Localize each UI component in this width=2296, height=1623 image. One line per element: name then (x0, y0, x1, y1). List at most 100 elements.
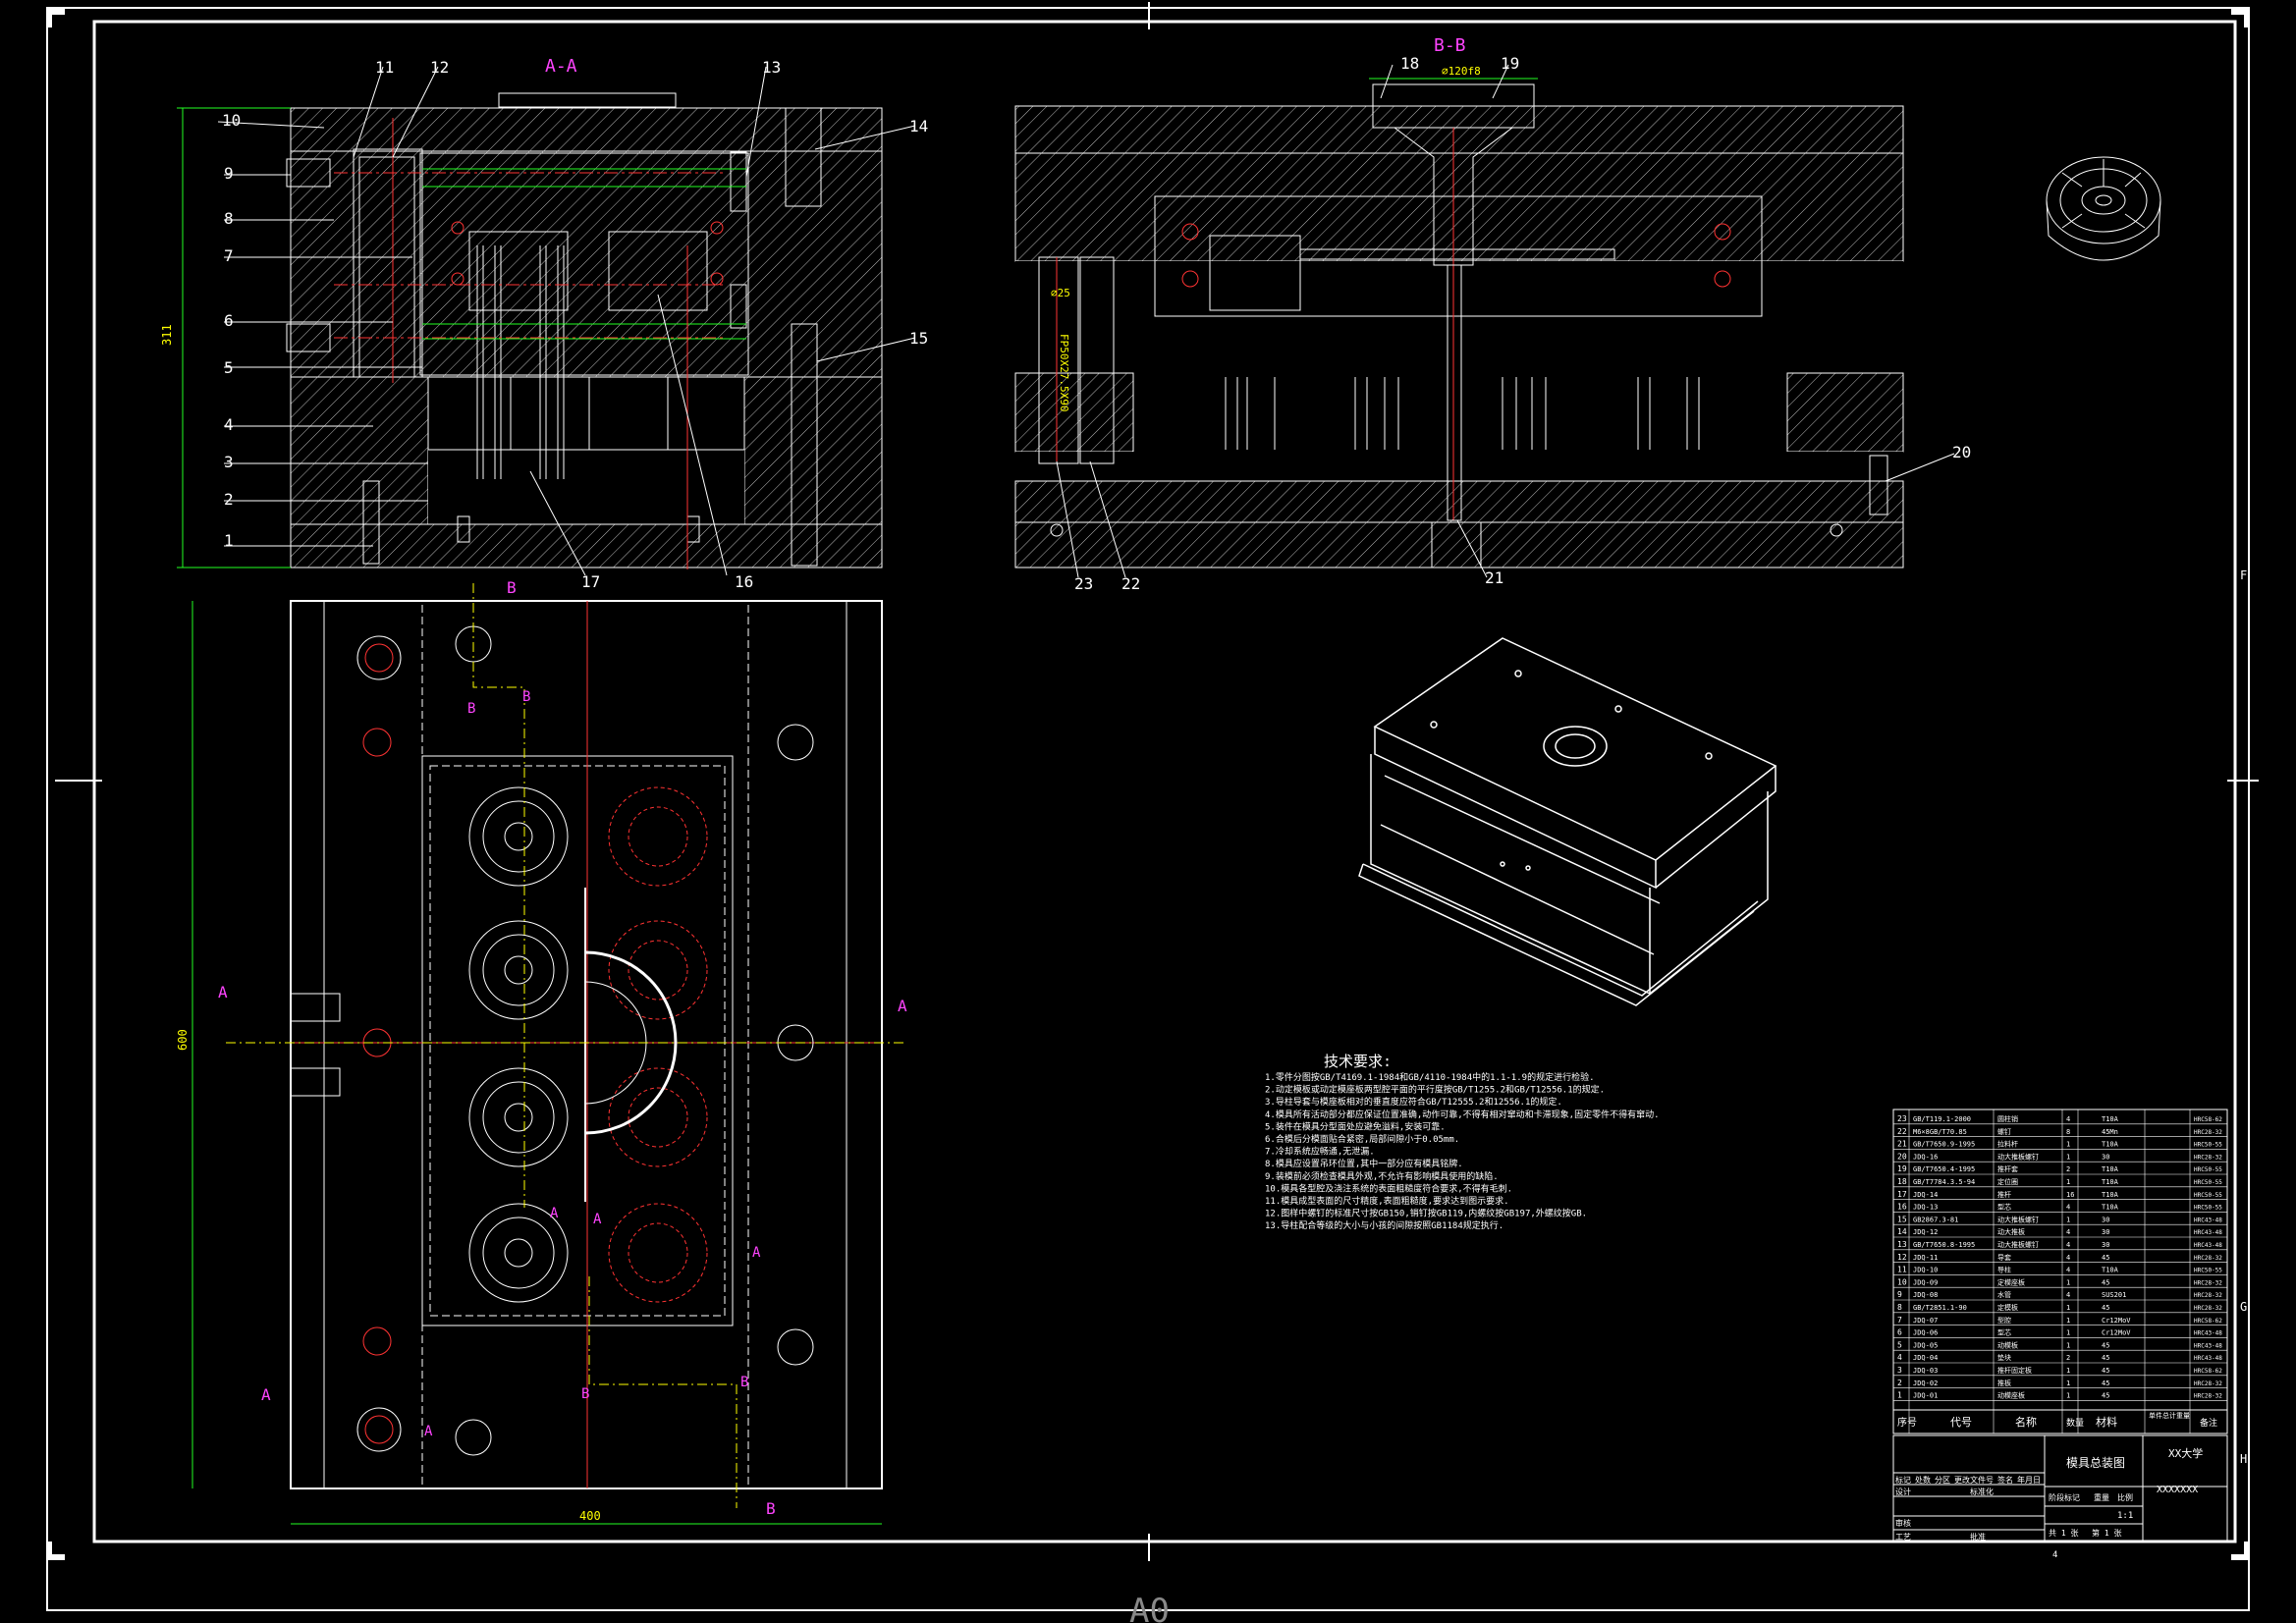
tb-standard: 标准化 (1970, 1487, 1994, 1496)
bom-cell: HRC50-55 (2194, 1166, 2222, 1173)
tb-review: 审核 (1895, 1518, 1911, 1528)
bom-cell: JDQ-13 (1913, 1204, 1938, 1212)
section-aa-view: A-A (160, 56, 883, 569)
bom-h-weight: 单件总计重量 (2149, 1411, 2190, 1420)
bom-cell: 1 (1897, 1391, 1902, 1400)
bom-cell: 垫块 (1997, 1353, 2011, 1362)
bom-cell: 17 (1897, 1190, 1907, 1199)
balloon-13: 13 (762, 58, 781, 77)
bom-cell: HRC58-62 (2194, 1116, 2222, 1123)
bom-cell: 8 (2066, 1128, 2070, 1136)
tb-mark: 标记 (1895, 1475, 1911, 1485)
bom-cell: HRC28-32 (2194, 1279, 2222, 1286)
balloon-labels: 1 2 3 4 5 6 7 8 9 10 11 12 13 14 15 16 1… (222, 54, 1971, 593)
dim-height-aa: 311 (160, 324, 174, 346)
tb-ratio: 比例 (2117, 1492, 2133, 1502)
bom-cell: JDQ-03 (1913, 1367, 1938, 1375)
bom-cell: GB2867.3-81 (1913, 1216, 1958, 1223)
cut-label-a6: A (752, 1245, 761, 1261)
bom-cell: 型腔 (1997, 1316, 2011, 1325)
bom-cell: T10A (2102, 1115, 2119, 1123)
bom-cell: HRC43-48 (2194, 1342, 2222, 1349)
bom-cell: 导套 (1997, 1253, 2011, 1262)
section-bb-view: B-B ⌀120f8 ⌀25 FP50X27.5X90 (1014, 35, 1904, 568)
bom-cell: 动大推板 (1997, 1227, 2025, 1236)
tech-req-item: 10.模具各型腔及浇注系统的表面粗糙度符合要求,不得有毛刺. (1265, 1182, 1512, 1194)
bom-cell: 16 (1897, 1203, 1907, 1212)
zone-mark-bottom: 4 (2052, 1550, 2057, 1560)
bom-cell: 2 (1897, 1379, 1902, 1387)
tb-zone: 分区 (1935, 1476, 1950, 1485)
bom-cell: 1 (2066, 1380, 2070, 1387)
bom-cell: 7 (1897, 1316, 1902, 1325)
bom-cell: HRC28-32 (2194, 1380, 2222, 1387)
bom-h-remark: 备注 (2200, 1417, 2217, 1429)
tb-scale: 1:1 (2117, 1511, 2133, 1521)
bom-cell: 动模板 (1997, 1340, 2018, 1349)
bom-cell: 动大推板螺钉 (1997, 1215, 2039, 1223)
bom-cell: 9 (1897, 1290, 1902, 1299)
tech-req-item: 4.模具所有活动部分都应保证位置准确,动作可靠,不得有相对窜动和卡滞现象,固定零… (1265, 1109, 1660, 1120)
tb-school: XX大学 (2168, 1446, 2203, 1460)
bom-cell: 4 (2066, 1241, 2070, 1249)
balloon-23: 23 (1074, 574, 1093, 593)
bom-cell: 45 (2102, 1354, 2109, 1362)
bom-cell: 45 (2102, 1304, 2109, 1312)
balloon-18: 18 (1400, 54, 1419, 73)
bom-cell: GB/T2851.1-90 (1913, 1304, 1967, 1312)
sheet-border (46, 2, 2259, 1611)
bom-cell: 13 (1897, 1240, 1907, 1249)
bom-cell: 2 (2066, 1165, 2070, 1173)
zone-mark-g: G (2240, 1300, 2247, 1314)
bom-h-no: 序号 (1897, 1416, 1917, 1429)
tech-req-item: 3.导柱导套与模座板相对的垂直度应符合GB/T12555.2和12556.1的规… (1265, 1096, 1562, 1108)
bom-cell: 18 (1897, 1177, 1907, 1186)
tb-count: 处数 (1915, 1475, 1931, 1485)
bom-cell: JDQ-01 (1913, 1392, 1938, 1400)
tech-req-heading: 技术要求: (1324, 1053, 1392, 1070)
tech-req-item: 8.模具应设置吊环位置,其中一部分应有模具铭牌. (1265, 1158, 1463, 1169)
tech-requirements: 技术要求: 1.零件分图按GB/T4169.1-1984和GB/4110-198… (1265, 1053, 1660, 1231)
bom-cell: 1 (2066, 1278, 2070, 1286)
bom-cell: 10 (1897, 1277, 1907, 1286)
tech-req-item: 13.导柱配合等级的大小与小孩的间隙按照GB1184规定执行. (1265, 1219, 1503, 1231)
bom-cell: HRC50-55 (2194, 1268, 2222, 1274)
balloon-7: 7 (224, 246, 234, 265)
tech-req-item: 6.合模后分模面贴合紧密,局部间隙小于0.05mm. (1265, 1133, 1459, 1145)
bom-cell: HRC28-32 (2194, 1154, 2222, 1161)
balloon-8: 8 (224, 209, 234, 228)
bom-cell: HRC43-48 (2194, 1217, 2222, 1223)
bom-cell: 推板 (1997, 1379, 2011, 1387)
balloon-10: 10 (222, 111, 241, 130)
bom-cell: 4 (2066, 1254, 2070, 1262)
title-block: 标记 处数 分区 更改文件号 签名 年月日 设计 标准化 审核 工艺 批准 模具… (1892, 1434, 2228, 1560)
tech-req-item: 2.动定模板或动定模座板两型腔平面的平行度按GB/T1255.2和GB/T125… (1265, 1084, 1605, 1096)
bom-cell: 1 (2066, 1178, 2070, 1186)
bom-cell: 30 (2102, 1241, 2109, 1249)
bom-header: 序号 代号 名称 数量 材料 单件总计重量 备注 (1893, 1409, 2227, 1429)
bom-cell: GB/T119.1-2000 (1913, 1115, 1971, 1123)
tb-change: 更改文件号 (1954, 1475, 1994, 1485)
bom-cell: JDQ-09 (1913, 1278, 1938, 1286)
bom-cell: 4 (1897, 1353, 1902, 1362)
bom-cell: 45 (2102, 1392, 2109, 1400)
bom-cell: 45 (2102, 1278, 2109, 1286)
cut-label-a3: A (261, 1385, 271, 1404)
bom-cell: HRC28-32 (2194, 1393, 2222, 1400)
tb-sign: 签名 (1997, 1475, 2013, 1485)
tech-req-item: 1.零件分图按GB/T4169.1-1984和GB/4110-1984中的1.1… (1265, 1071, 1594, 1083)
bom-cell: T10A (2102, 1267, 2119, 1274)
dim-bb-top: ⌀120f8 (1442, 65, 1481, 78)
bom-cell: 21 (1897, 1140, 1907, 1149)
bom-cell: 16 (2066, 1191, 2074, 1199)
dim-bb-side: ⌀25 (1051, 287, 1070, 299)
bom-cell: 14 (1897, 1227, 1907, 1236)
bom-cell: 12 (1897, 1253, 1907, 1262)
bom-cell: 1 (2066, 1216, 2070, 1223)
bom-cell: GB/T7650.4-1995 (1913, 1165, 1975, 1173)
bom-cell: 45 (2102, 1380, 2109, 1387)
tech-req-item: 11.模具成型表面的尺寸精度,表面粗糙度,要求达到图示要求. (1265, 1195, 1509, 1207)
bom-cell: 23 (1897, 1114, 1907, 1123)
